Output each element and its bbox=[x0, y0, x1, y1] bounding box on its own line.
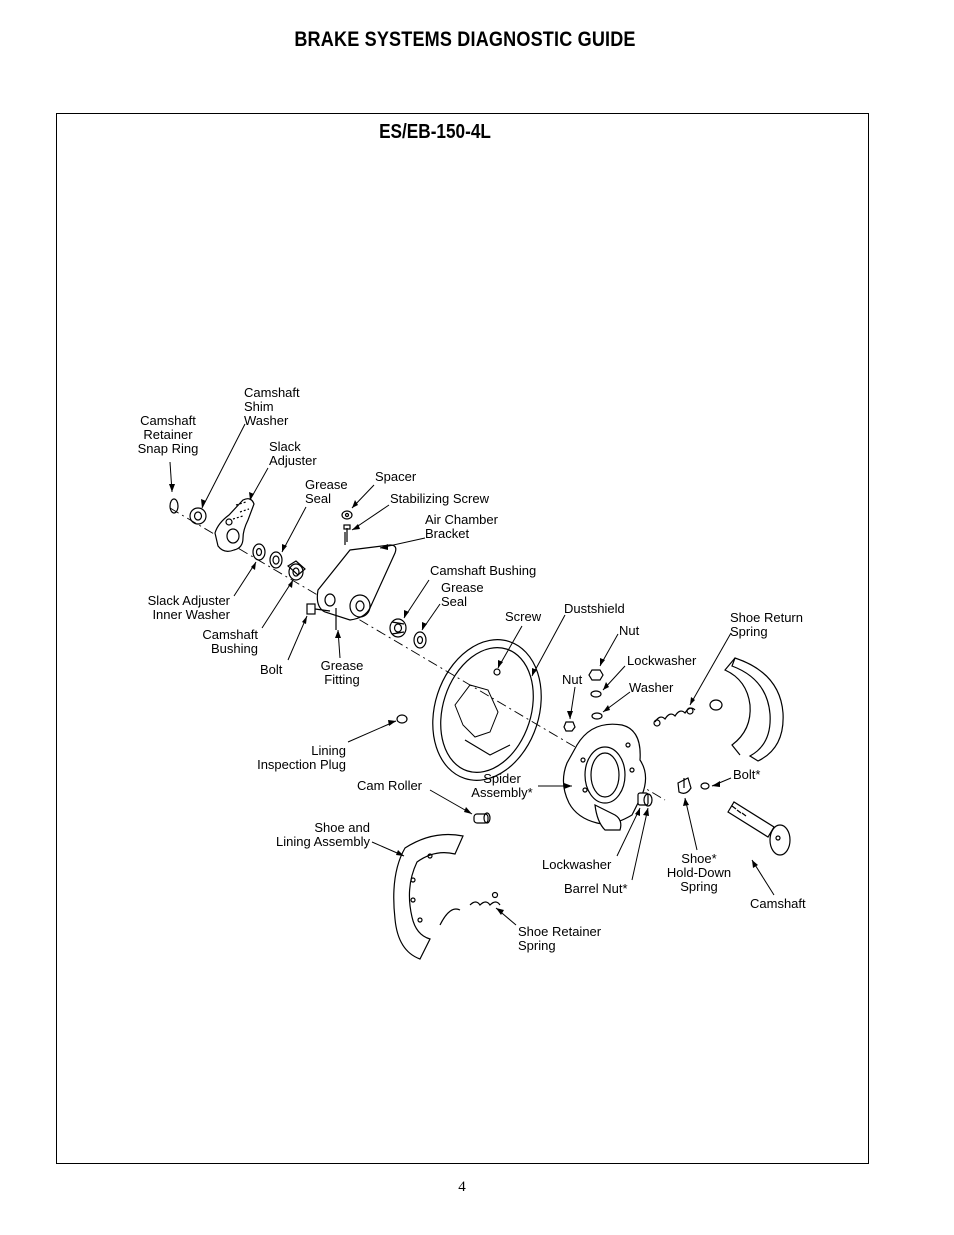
air-chamber-bracket-part bbox=[316, 532, 397, 630]
label-washer: Washer bbox=[629, 680, 674, 695]
snap-ring-part bbox=[169, 498, 179, 514]
label-camshaft-bushing-left: Camshaft Bushing bbox=[202, 627, 258, 656]
document-title: BRAKE SYSTEMS DIAGNOSTIC GUIDE bbox=[294, 28, 636, 51]
stabilizing-screw-part bbox=[343, 524, 351, 542]
label-cam-roller: Cam Roller bbox=[357, 778, 423, 793]
lockwasher-top-part bbox=[590, 690, 602, 698]
inspection-plug-part bbox=[396, 714, 408, 724]
label-camshaft-bushing-right: Camshaft Bushing bbox=[430, 563, 537, 578]
label-bolt-star: Bolt* bbox=[733, 767, 761, 782]
label-nut-top: Nut bbox=[619, 623, 640, 638]
nut-left-part bbox=[563, 721, 576, 732]
diagram-title: ES/EB-150-4L bbox=[379, 121, 491, 143]
washer-part bbox=[591, 712, 603, 720]
hold-down-spring-part bbox=[677, 777, 692, 794]
label-stabilizing-screw: Stabilizing Screw bbox=[390, 491, 489, 506]
label-spacer: Spacer bbox=[375, 469, 417, 484]
camshaft-bushing-left-part bbox=[287, 560, 306, 581]
label-nut-left: Nut bbox=[562, 672, 583, 687]
camshaft-part bbox=[727, 801, 791, 856]
camshaft-bushing-right-part bbox=[389, 618, 407, 638]
shoe-retainer-spring-part bbox=[469, 891, 501, 906]
label-air-chamber-bracket: Air Chamber Bracket bbox=[425, 512, 498, 541]
label-bolt: Bolt bbox=[260, 662, 283, 677]
label-shoe-hold-down-spring: Shoe* Hold-Down Spring bbox=[666, 851, 732, 894]
label-slack-adjuster: Slack Adjuster bbox=[269, 439, 317, 468]
spacer-part bbox=[341, 510, 353, 520]
shoe-return-spring-part bbox=[653, 707, 696, 727]
lockwasher-bottom-part bbox=[643, 793, 653, 807]
nut-top-part bbox=[588, 669, 604, 681]
leader-arrowheads bbox=[169, 484, 758, 915]
assembly-axis-line bbox=[169, 507, 666, 801]
page-number: 4 bbox=[458, 1179, 466, 1195]
label-grease-seal-top: Grease Seal bbox=[305, 477, 348, 506]
label-lockwasher-top: Lockwasher bbox=[627, 653, 697, 668]
label-spider-assembly: Spider Assembly* bbox=[471, 771, 533, 800]
label-shoe-retainer-spring: Shoe Retainer Spring bbox=[518, 924, 602, 953]
label-screw: Screw bbox=[505, 609, 542, 624]
slack-adjuster-part bbox=[214, 498, 255, 552]
label-shoe-and-lining-assembly: Shoe and Lining Assembly bbox=[276, 820, 370, 849]
label-slack-adjuster-inner-washer: Slack Adjuster Inner Washer bbox=[147, 593, 230, 622]
grease-seal-right-part bbox=[413, 631, 427, 649]
spider-assembly-part bbox=[562, 723, 647, 831]
inner-washer-part bbox=[252, 543, 266, 561]
grease-seal-left-part bbox=[269, 551, 283, 569]
label-grease-fitting: Grease Fitting bbox=[320, 658, 364, 687]
label-camshaft-shim-washer: Camshaft Shim Washer bbox=[244, 385, 300, 428]
label-shoe-return-spring: Shoe Return Spring bbox=[730, 610, 803, 639]
label-barrel-nut: Barrel Nut* bbox=[564, 881, 628, 896]
cam-roller-part bbox=[473, 812, 491, 824]
dustshield-part bbox=[432, 639, 542, 781]
lower-shoe-part bbox=[393, 833, 464, 960]
upper-shoe-part bbox=[709, 657, 784, 762]
label-grease-seal-mid: Grease Seal bbox=[441, 580, 484, 609]
diagram-frame bbox=[56, 113, 869, 1164]
label-lining-inspection-plug: Lining Inspection Plug bbox=[257, 743, 346, 772]
shim-washer-part bbox=[189, 507, 207, 525]
bolt-part bbox=[306, 603, 331, 615]
bolt-star-part bbox=[700, 782, 710, 790]
label-lockwasher-bottom: Lockwasher bbox=[542, 857, 612, 872]
label-camshaft: Camshaft bbox=[750, 896, 806, 911]
label-dustshield: Dustshield bbox=[564, 601, 625, 616]
label-camshaft-retainer-snap-ring: Camshaft Retainer Snap Ring bbox=[137, 413, 199, 456]
